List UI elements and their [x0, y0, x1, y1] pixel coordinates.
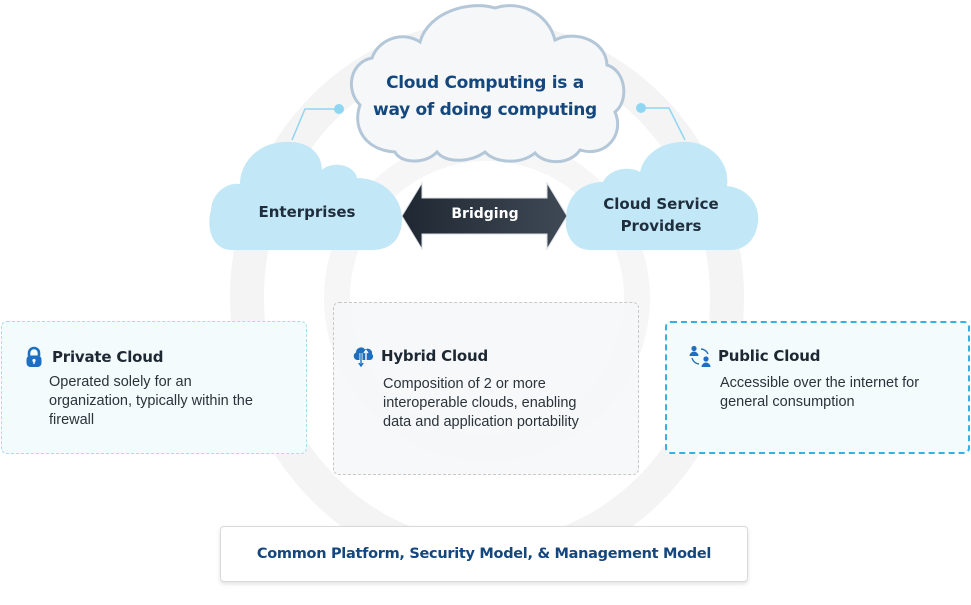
private-cloud-header: Private Cloud: [23, 346, 163, 368]
cloud-service-providers-label: Cloud Service Providers: [580, 193, 742, 237]
public-cloud-description: Accessible over the internet for general…: [720, 374, 919, 412]
central-cloud-line-1: Cloud Computing is a: [386, 73, 584, 93]
common-platform-label: Common Platform, Security Model, & Manag…: [256, 546, 712, 562]
bridging-arrow: [401, 181, 568, 251]
hybrid-cloud-desc-line: Composition of 2 or more: [383, 376, 546, 392]
connector-right: [636, 103, 686, 141]
central-cloud-line-2: way of doing computing: [373, 100, 597, 120]
enterprises-label: Enterprises: [258, 203, 356, 221]
right-cloud: [565, 141, 759, 250]
users-exchange-icon: [689, 345, 711, 367]
private-cloud-description: Operated solely for an organization, typ…: [49, 373, 253, 430]
hybrid-cloud-description: Composition of 2 or more interoperable c…: [383, 375, 579, 432]
cloud-service-providers-line-2: Providers: [620, 217, 702, 235]
private-cloud-desc-line: organization, typically within the: [49, 393, 253, 409]
private-cloud-desc-line: Operated solely for an: [49, 374, 192, 390]
central-cloud-label: Cloud Computing is a way of doing comput…: [355, 70, 615, 124]
private-cloud-card: Private Cloud Operated solely for an org…: [1, 321, 307, 454]
private-cloud-desc-line: firewall: [49, 412, 95, 428]
central-cloud: [350, 4, 626, 164]
public-cloud-header: Public Cloud: [689, 345, 820, 367]
hybrid-cloud-card: Hybrid Cloud Composition of 2 or more in…: [333, 302, 639, 475]
connector-left: [291, 104, 344, 141]
bridging-label: Bridging: [451, 206, 519, 222]
hybrid-cloud-desc-line: data and application portability: [383, 414, 579, 430]
public-cloud-desc-line: general consumption: [720, 394, 855, 410]
left-cloud: [209, 141, 402, 250]
public-cloud-title: Public Cloud: [718, 347, 821, 365]
hybrid-cloud-desc-line: interoperable clouds, enabling: [383, 395, 577, 411]
lock-icon: [23, 346, 45, 368]
public-cloud-desc-line: Accessible over the internet for: [720, 375, 920, 391]
private-cloud-title: Private Cloud: [52, 348, 164, 366]
common-platform-box: Common Platform, Security Model, & Manag…: [220, 526, 748, 582]
public-cloud-card: Public Cloud Accessible over the interne…: [665, 321, 970, 454]
cloud-service-providers-line-1: Cloud Service: [603, 195, 719, 213]
cloud-sync-icon: [352, 345, 374, 368]
hybrid-cloud-title: Hybrid Cloud: [381, 347, 489, 365]
hybrid-cloud-header: Hybrid Cloud: [352, 345, 489, 368]
